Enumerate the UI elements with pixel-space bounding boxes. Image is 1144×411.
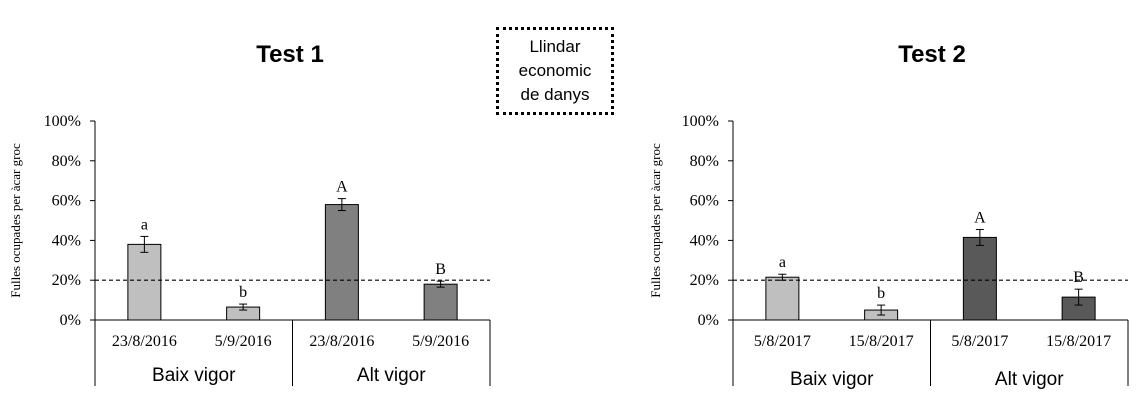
significance-letter: a: [141, 216, 148, 233]
y-tick-label: 0%: [60, 312, 81, 329]
legend-line-2: economic: [518, 61, 592, 80]
x-group-label: Baix vigor: [790, 369, 874, 390]
x-category-label: 5/8/2017: [754, 333, 811, 350]
significance-letter: b: [239, 284, 247, 301]
x-group-label: Baix vigor: [152, 365, 236, 386]
y-axis-label: Fulles ocupades per àcar groc: [8, 143, 23, 298]
x-category-label: 5/9/2016: [412, 333, 469, 350]
x-category-label: 5/8/2017: [951, 333, 1008, 350]
y-tick-label: 20%: [52, 272, 81, 289]
x-category-label: 23/8/2016: [112, 333, 177, 350]
significance-letter: A: [974, 209, 986, 226]
y-tick-label: 100%: [682, 113, 719, 130]
y-tick-label: 80%: [690, 153, 719, 170]
significance-letter: B: [435, 261, 446, 278]
legend-line-1: Llindar: [529, 37, 581, 56]
significance-letter: a: [779, 254, 786, 271]
x-group-label: Alt vigor: [357, 365, 426, 386]
y-tick-label: 60%: [52, 193, 81, 210]
y-tick-label: 40%: [690, 232, 719, 249]
x-category-label: 23/8/2016: [309, 333, 374, 350]
bar: [962, 236, 997, 321]
x-group-label: Alt vigor: [995, 369, 1064, 390]
bar: [324, 204, 359, 321]
x-category-label: 5/9/2016: [215, 333, 272, 350]
y-tick-label: 20%: [690, 272, 719, 289]
chart-title: Test 2: [898, 41, 966, 68]
y-tick-label: 0%: [698, 312, 719, 329]
y-tick-label: 60%: [690, 193, 719, 210]
bar: [423, 283, 458, 321]
y-tick-label: 80%: [52, 153, 81, 170]
y-tick-label: 40%: [52, 232, 81, 249]
bar: [127, 243, 162, 321]
y-axis-label: Fulles ocupades per àcar groc: [648, 143, 663, 298]
legend-line-3: de danys: [520, 85, 590, 104]
bar: [765, 276, 800, 321]
x-category-label: 15/8/2017: [1046, 333, 1111, 350]
significance-letter: B: [1073, 269, 1084, 286]
x-category-label: 15/8/2017: [849, 333, 914, 350]
chart-title: Test 1: [256, 41, 324, 68]
significance-letter: b: [877, 285, 885, 302]
threshold-legend-box: Llindar economic de danys: [496, 27, 614, 115]
chart-1: Test 1 Fulles ocupades per àcar groc 0% 20%…: [8, 41, 491, 386]
chart-2: Test 2 Fulles ocupades per àcar groc 0% 20%…: [648, 41, 1129, 390]
significance-letter: A: [336, 179, 348, 196]
y-tick-label: 100%: [44, 113, 81, 130]
